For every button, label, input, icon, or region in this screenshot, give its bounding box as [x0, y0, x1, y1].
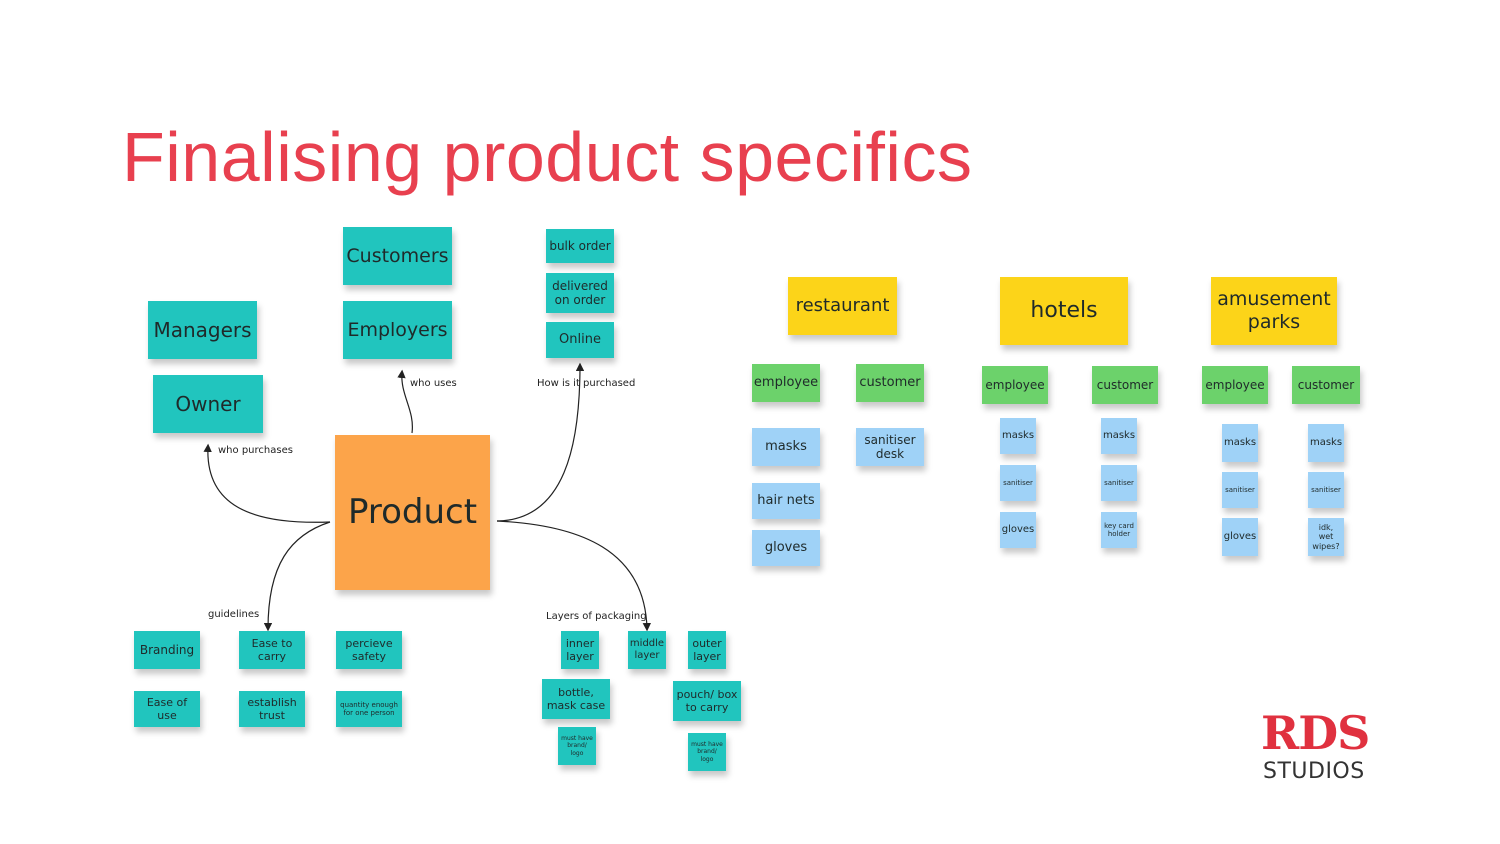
amusement-parks-employee-item-sanitiser: sanitiser [1222, 472, 1258, 508]
restaurant-employee-item-gloves: gloves [752, 530, 820, 566]
hotels-customer-item-masks: masks [1101, 418, 1137, 454]
branch-label-who-purchases: who purchases [218, 445, 293, 456]
logo-studios: STUDIOS [1263, 759, 1365, 784]
venue-amusement-parks: amusement parks [1211, 277, 1337, 345]
note-pouch-box: pouch/ box to carry [673, 681, 741, 721]
note-online: Online [546, 322, 614, 358]
note-middle-layer: middle layer [628, 631, 666, 669]
amusement-parks-customer-item-masks: masks [1308, 424, 1344, 462]
restaurant-customer-header: customer [856, 364, 924, 402]
amusement-parks-employee-header: employee [1202, 366, 1268, 404]
note-must-have-brand-1: must have brand/ logo [558, 727, 596, 765]
branch-label-guidelines: guidelines [208, 609, 260, 620]
note-employers: Employers [343, 301, 452, 359]
amusement-parks-employee-item-masks: masks [1222, 424, 1258, 462]
restaurant-customer-item-sanitiser-desk: sanitiser desk [856, 428, 924, 466]
note-owner: Owner [153, 375, 263, 433]
branch-label-who-uses: who uses [410, 378, 457, 389]
connector-who-purchases [203, 443, 331, 523]
note-inner-layer: inner layer [561, 631, 599, 669]
note-outer-layer: outer layer [688, 631, 726, 669]
center-product-note: Product [335, 435, 490, 590]
restaurant-employee-header: employee [752, 364, 820, 402]
note-customers: Customers [343, 227, 452, 285]
slide-title: Finalising product specifics [122, 118, 973, 196]
branch-label-how-purchased: How is it purchased [537, 378, 636, 389]
hotels-customer-header: customer [1092, 366, 1158, 404]
amusement-parks-customer-item-wet-wipes: idk, wet wipes? [1308, 518, 1344, 556]
note-percieve-safety: percieve safety [336, 631, 402, 669]
note-bulk-order: bulk order [546, 229, 614, 263]
venue-hotels: hotels [1000, 277, 1128, 345]
venue-restaurant: restaurant [788, 277, 897, 335]
connector-guidelines [263, 521, 331, 632]
hotels-employee-item-masks: masks [1000, 418, 1036, 454]
note-managers: Managers [148, 301, 257, 359]
note-quantity-enough: quantity enough for one person [336, 691, 402, 727]
note-ease-of-use: Ease of use [134, 691, 200, 727]
hotels-employee-item-sanitiser: sanitiser [1000, 465, 1036, 501]
branch-label-packaging: Layers of packaging [546, 611, 647, 622]
note-ease-to-carry: Ease to carry [239, 631, 305, 669]
amusement-parks-employee-item-gloves: gloves [1222, 518, 1258, 556]
hotels-employee-header: employee [982, 366, 1048, 404]
restaurant-employee-item-masks: masks [752, 428, 820, 466]
note-establish-trust: establish trust [239, 691, 305, 727]
amusement-parks-customer-item-sanitiser: sanitiser [1308, 472, 1344, 508]
hotels-customer-item-key-card-holder: key card holder [1101, 512, 1137, 548]
note-must-have-brand-2: must have brand/ logo [688, 733, 726, 771]
restaurant-employee-item-hair-nets: hair nets [752, 483, 820, 519]
note-bottle-mask-case: bottle, mask case [542, 679, 610, 719]
amusement-parks-customer-header: customer [1292, 366, 1360, 404]
hotels-employee-item-gloves: gloves [1000, 512, 1036, 548]
hotels-customer-item-sanitiser: sanitiser [1101, 465, 1137, 501]
note-branding: Branding [134, 631, 200, 669]
note-delivered-on-order: delivered on order [546, 273, 614, 313]
logo-rds: RDS [1261, 706, 1370, 760]
